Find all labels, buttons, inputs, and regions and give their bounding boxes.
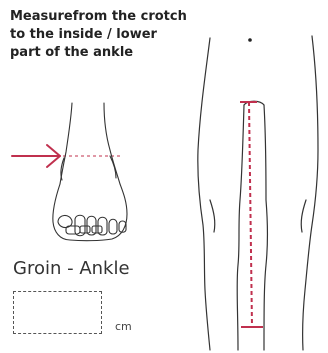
measurement-input[interactable] (13, 291, 102, 334)
right-arrow-icon (12, 145, 60, 167)
foot-illustration (53, 103, 127, 241)
measurement-label: Groin - Ankle (13, 258, 130, 280)
unit-label: cm (115, 320, 132, 333)
legs-illustration (198, 36, 318, 350)
navel-dot (248, 38, 252, 42)
